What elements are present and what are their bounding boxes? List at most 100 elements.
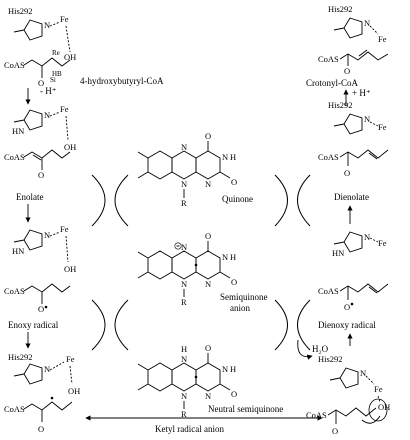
quinone-n5: N [181,142,187,152]
n-fe-coordination-1 [49,21,61,27]
dienoxy-chain [339,283,389,293]
methyl-bond-r3 [333,241,345,245]
left-curve-upper-b [114,174,129,227]
fe-label-2: Fe [60,104,69,114]
fe-label-r3: Fe [378,238,387,248]
semiquinone-h3: H [230,252,236,262]
substrate-label: 4-hydroxybutyryl-CoA [80,76,164,86]
fe-label-4: Fe [66,354,75,364]
enoxy-complex: HN N Fe OH CoAS O Enoxy radical [4,224,76,330]
neutral-methyl-2 [137,383,149,391]
semiquinone-o2: O [231,277,237,287]
enolate-label: Enolate [16,192,44,202]
enoxy-label: Enoxy radical [8,320,59,330]
his292-label-r4: His292 [318,354,343,364]
neutral-c2-o-bond [219,383,231,391]
oh-label-r4: OH [378,402,390,412]
semiquinone-radical-dot [194,263,198,267]
methyl-bond-1 [13,29,25,33]
semiquinone-anion-structure: N N R N O N H O Semiquinone anion [137,231,268,313]
quinone-methyl-1 [137,151,149,159]
n-fe-coordination-r3 [369,237,379,243]
fe-label-r1: Fe [378,34,387,44]
left-curve-lower-a [91,299,106,351]
butyryl-chain-1 [23,57,71,67]
coas-label-r1: CoAS [318,54,339,64]
dienolate-complex: His292 N Fe CoAS O Dienolate [318,100,389,202]
dienoxy-double-bond [368,286,378,294]
his292-label-r1: His292 [328,4,353,14]
right-curve-upper-a [274,174,288,227]
neutral-r: R [181,409,187,419]
imidazole-ring-3 [23,229,43,251]
right-curve-lower-a [274,299,288,351]
dienolate-o: O [344,168,350,178]
substrate-complex: His292 N Fe OH CoAS O Re Si HB 4-hydroxy… [4,6,164,88]
enolate-complex: HN N Fe OH CoAS O Enolate [4,104,76,202]
enoxy-chain [23,283,71,293]
enolate-o: O [38,170,44,180]
enoxy-o: O [38,304,44,314]
semiquinone-n5: N [181,242,187,252]
quinone-r: R [181,198,187,208]
neutral-h3: H [230,364,236,374]
methyl-bond-2 [13,119,25,123]
imidazole-n-1: N [44,20,50,30]
neutral-radical-dot [194,375,198,379]
redox-curves [91,174,311,351]
his292-label-r2: His292 [328,100,353,110]
neutral-o4: O [205,343,211,353]
semiquinone-label-2: anion [230,303,250,313]
imidazole-n-r1: N [364,18,370,28]
quinone-c2-o-bond [219,171,231,179]
enolate-chain [23,149,71,159]
methyl-bond-3 [13,239,25,243]
semiquinone-n3: N [222,252,228,262]
dienolate-double-bond [368,152,378,160]
neutral-ring-a [147,362,173,392]
n-fe-coordination-4 [49,361,65,371]
oh-label-1: OH [64,52,76,62]
oh-label-2: OH [64,142,76,152]
coas-label-1: CoAS [4,60,25,70]
neutral-n3: N [222,364,228,374]
imidazole-n-r3: N [364,232,370,242]
fe-label-r4: Fe [374,384,383,394]
fe-oh-coordination-r4 [377,395,381,403]
hn-label-3: HN [12,246,24,256]
crotonyl-o: O [344,66,350,76]
coas-label-2: CoAS [4,152,25,162]
methyl-bond-r1 [333,27,345,31]
quinone-n1: N [205,179,211,189]
bottom-right-hydroxyl-circle [368,398,388,422]
ketyl-label: Ketyl radical anion [155,424,224,434]
fe-oh-coordination-4 [69,365,73,385]
quinone-structure: N N R N O N H O Quinone [137,131,253,208]
neutral-semiquinone-label: Neutral semiquinone [208,404,283,414]
n-fe-coordination-r1 [369,25,379,35]
dienoxy-o: O [344,302,350,312]
quinone-n3: N [222,152,228,162]
semiquinone-n10: N [181,279,187,289]
si-label: Si [50,76,56,84]
methyl-bond-r2 [333,123,345,127]
semiquinone-label-1: Semiquinone [220,292,268,302]
semiquinone-o4: O [205,231,211,241]
imidazole-ring-r1 [343,17,363,39]
semiquinone-r: R [181,297,187,307]
bottom-left-o: O [38,424,44,434]
semiquinone-c2-o-bond [219,271,231,279]
methyl-bond-4 [13,373,25,377]
fe-label-3: Fe [60,224,69,234]
imidazole-ring-r2 [343,113,363,135]
coas-label-r3: CoAS [318,286,339,296]
n-fe-coordination-r2 [369,121,379,127]
quinone-ring-a [147,150,173,180]
fe-oh-coordination-1 [65,25,71,53]
neutral-n1: N [205,391,211,401]
oh-label-3: OH [64,264,76,274]
fe-label-1: Fe [60,14,69,24]
neutral-ring-b [171,362,197,392]
imidazole-ring-r3 [343,231,363,253]
fe-label-r2: Fe [378,122,387,132]
